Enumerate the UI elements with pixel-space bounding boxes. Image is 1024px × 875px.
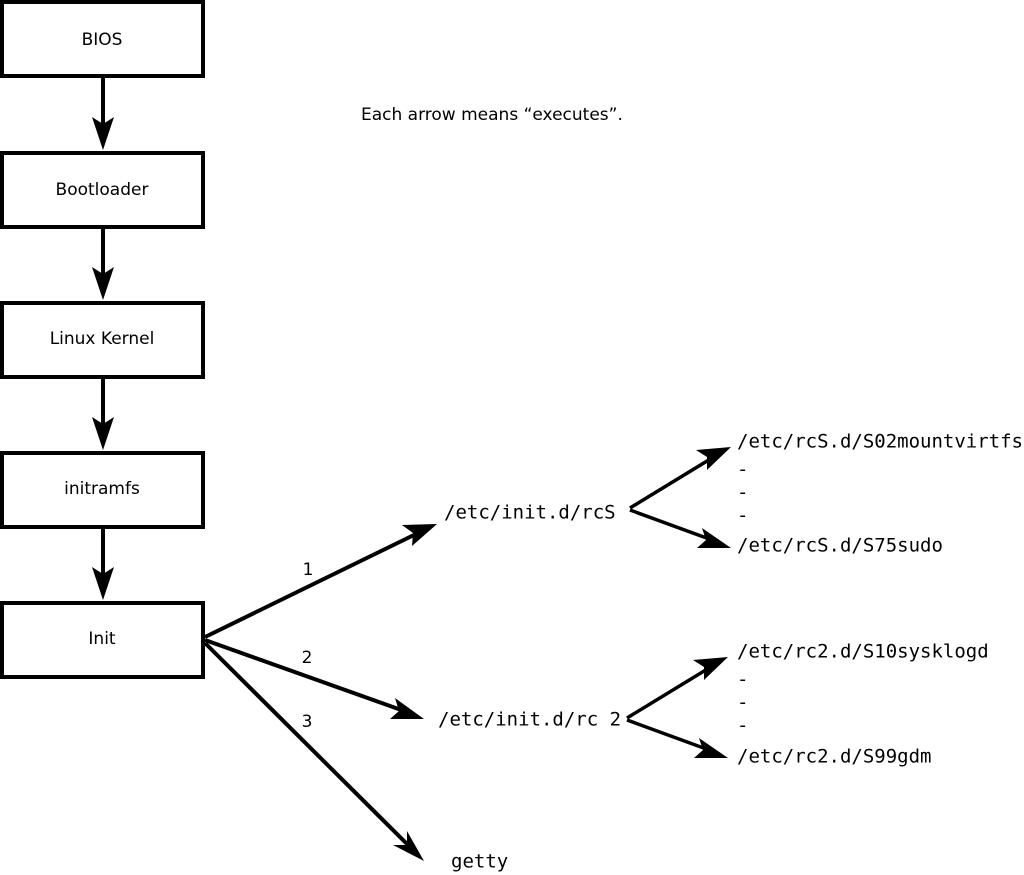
- box-bootloader[interactable]: Bootloader: [0, 151, 205, 229]
- rc2-child-last-label: /etc/rc2.d/S99gdm: [737, 746, 931, 768]
- arrow-kernel-to-initramfs: [92, 377, 114, 450]
- box-init[interactable]: Init: [0, 601, 205, 679]
- caption-each-arrow-means-executes: Each arrow means “executes”.: [361, 105, 623, 125]
- arrow-bios-to-bootloader: [92, 76, 114, 150]
- arrow-head-icon: [697, 528, 731, 548]
- node-label-rc2: /etc/init.d/rc 2: [438, 709, 621, 731]
- box-bios-rect: [0, 0, 205, 78]
- arrow-init-to-rc2: 2: [204, 638, 424, 719]
- rcS-child-last-label: /etc/rcS.d/S75sudo: [737, 535, 943, 557]
- rcS-ellipsis-dash-3: -: [737, 505, 748, 527]
- arrow-head-icon: [390, 698, 424, 719]
- arrow-head-icon: [696, 447, 731, 470]
- arrow-head-icon: [402, 524, 437, 546]
- box-bios[interactable]: BIOS: [0, 0, 205, 78]
- arrow-head-icon: [92, 567, 114, 600]
- box-init-label: Init: [88, 629, 116, 649]
- arrow-init-to-rcS: 1: [204, 524, 437, 639]
- box-bios-label: BIOS: [82, 30, 123, 50]
- branch-number-3: 3: [302, 712, 313, 732]
- branch-number-1: 1: [303, 560, 314, 580]
- rc2-child-first-label: /etc/rc2.d/S10sysklogd: [737, 641, 989, 663]
- box-bootloader-label: Bootloader: [56, 180, 149, 200]
- arrow-head-icon: [693, 657, 728, 680]
- rcS-child-first-label: /etc/rcS.d/S02mountvirtfs: [737, 431, 1023, 453]
- arrow-rcS-to-first-script: [629, 447, 731, 510]
- arrow-head-icon: [92, 117, 114, 150]
- box-initramfs[interactable]: initramfs: [0, 451, 205, 529]
- arrow-head-icon: [393, 831, 424, 861]
- box-initramfs-label: initramfs: [64, 479, 140, 499]
- rc2-ellipsis-dash-1: -: [737, 669, 748, 691]
- arrow-rcS-to-last-script: [629, 508, 731, 548]
- arrow-head-icon: [694, 738, 728, 758]
- rc2-ellipsis-dash-3: -: [737, 715, 748, 737]
- box-linux-kernel[interactable]: Linux Kernel: [0, 301, 205, 379]
- box-linux-kernel-label: Linux Kernel: [50, 329, 155, 349]
- box-initramfs-rect: [0, 451, 205, 529]
- branch-number-2: 2: [302, 648, 313, 668]
- arrow-rc2-to-last-script: [626, 718, 728, 758]
- arrow-head-icon: [92, 417, 114, 450]
- rc2-ellipsis-dash-2: -: [737, 692, 748, 714]
- node-label-rcS: /etc/init.d/rcS: [444, 502, 616, 524]
- rcS-ellipsis-dash-1: -: [737, 459, 748, 481]
- box-init-rect: [0, 601, 205, 679]
- arrow-bootloader-to-kernel: [92, 227, 114, 300]
- arrow-init-to-getty: 3: [203, 641, 424, 861]
- arrow-rc2-to-first-script: [626, 657, 728, 720]
- node-label-getty: getty: [451, 851, 508, 873]
- arrow-initramfs-to-init: [92, 527, 114, 600]
- rcS-ellipsis-dash-2: -: [737, 482, 748, 504]
- arrow-head-icon: [92, 267, 114, 300]
